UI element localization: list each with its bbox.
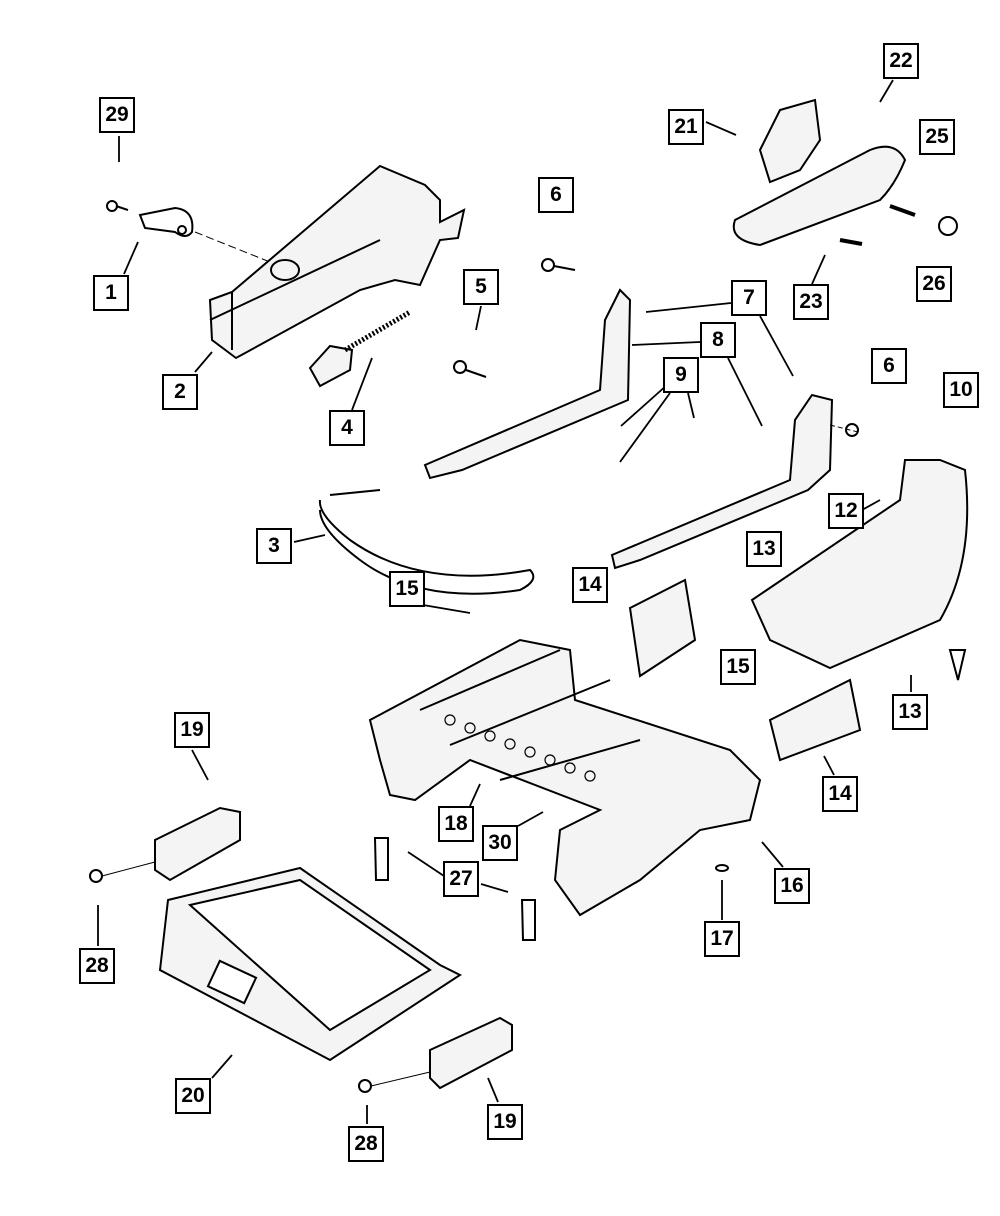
part-14-bracket: [628, 578, 862, 762]
part-1-bracket: [106, 200, 271, 263]
callout-13: 13: [746, 531, 782, 567]
part-22-armrest: [732, 98, 958, 247]
part-19-bracket: [89, 806, 513, 1093]
callout-25: 25: [919, 119, 955, 155]
callout-28-bottom: 28: [348, 1126, 384, 1162]
callout-18: 18: [438, 806, 474, 842]
callout-16: 16: [774, 868, 810, 904]
callout-29: 29: [99, 97, 135, 133]
callout-17: 17: [704, 921, 740, 957]
callout-26: 26: [916, 266, 952, 302]
part-20-storage-tray: [158, 866, 463, 1062]
callout-27: 27: [443, 861, 479, 897]
callout-6-right: 6: [871, 348, 907, 384]
callout-20: 20: [175, 1078, 211, 1114]
part-27-bolts: [373, 837, 729, 941]
callout-5: 5: [463, 269, 499, 305]
leader-lines: [97, 79, 912, 1124]
part-4-handle-spring: [308, 309, 412, 388]
callout-14: 14: [572, 567, 608, 603]
callout-4: 4: [329, 410, 365, 446]
callout-15: 15: [389, 571, 425, 607]
callout-19: 19: [174, 712, 210, 748]
callout-19-bottom: 19: [487, 1104, 523, 1140]
callout-22: 22: [883, 43, 919, 79]
callout-1: 1: [93, 275, 129, 311]
callout-28: 28: [79, 948, 115, 984]
callout-9: 9: [663, 357, 699, 393]
callout-15-right: 15: [720, 649, 756, 685]
callout-7: 7: [731, 280, 767, 316]
callout-2: 2: [162, 374, 198, 410]
callout-10: 10: [943, 372, 979, 408]
part-16-seat-riser: [368, 638, 762, 917]
part-2-seat-shield: [208, 164, 466, 360]
callout-13-right: 13: [892, 694, 928, 730]
callout-30: 30: [482, 825, 518, 861]
seat-track-left: [423, 258, 632, 480]
callout-3: 3: [256, 528, 292, 564]
callout-14-right: 14: [822, 776, 858, 812]
callout-21: 21: [668, 109, 704, 145]
part-12-side-shield: [750, 459, 969, 681]
callout-23: 23: [793, 284, 829, 320]
callout-6: 6: [538, 177, 574, 213]
seat-track-right: [610, 393, 859, 570]
callout-8: 8: [700, 322, 736, 358]
part-3-wire: [318, 489, 535, 595]
callout-12: 12: [828, 493, 864, 529]
